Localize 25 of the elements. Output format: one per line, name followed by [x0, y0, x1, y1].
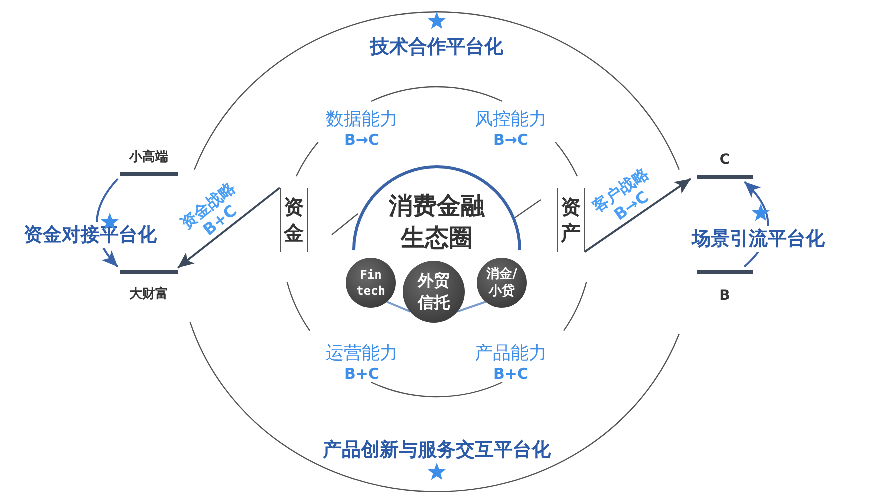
level-bar: 小高端 [120, 148, 178, 176]
mode-label: B→C [494, 131, 528, 149]
circle-node: 消金/小贷 [477, 258, 527, 308]
capability-label: 产品能力 [475, 342, 547, 365]
mode-label: B→C [344, 131, 380, 149]
arrow [584, 178, 692, 253]
mode-label: B+C [344, 365, 380, 383]
level-bar: B [697, 270, 753, 304]
bracket-box: 资产 [557, 188, 585, 252]
circle-node: 外贸信托 [403, 261, 465, 323]
capability-label: 运营能力 [326, 342, 398, 365]
capability-label: 数据能力 [326, 108, 398, 131]
platform-label: 产品创新与服务交互平台化 [323, 438, 551, 463]
capability-label: 风控能力 [475, 108, 547, 131]
edge-label: 场景引流平台化 [690, 226, 827, 252]
circle-node: Fin tech [346, 258, 396, 308]
mode-label: B+C [494, 365, 528, 383]
connector-line [457, 301, 486, 313]
platform-label: 技术合作平台化 [370, 35, 504, 60]
level-bar: C [697, 152, 753, 179]
ecosystem-arc: 消费金融生态圈 [352, 160, 522, 255]
level-bar: 大财富 [120, 270, 178, 303]
arrow [177, 187, 281, 269]
connector-line [386, 301, 411, 313]
bracket-box: 资金 [280, 188, 308, 252]
